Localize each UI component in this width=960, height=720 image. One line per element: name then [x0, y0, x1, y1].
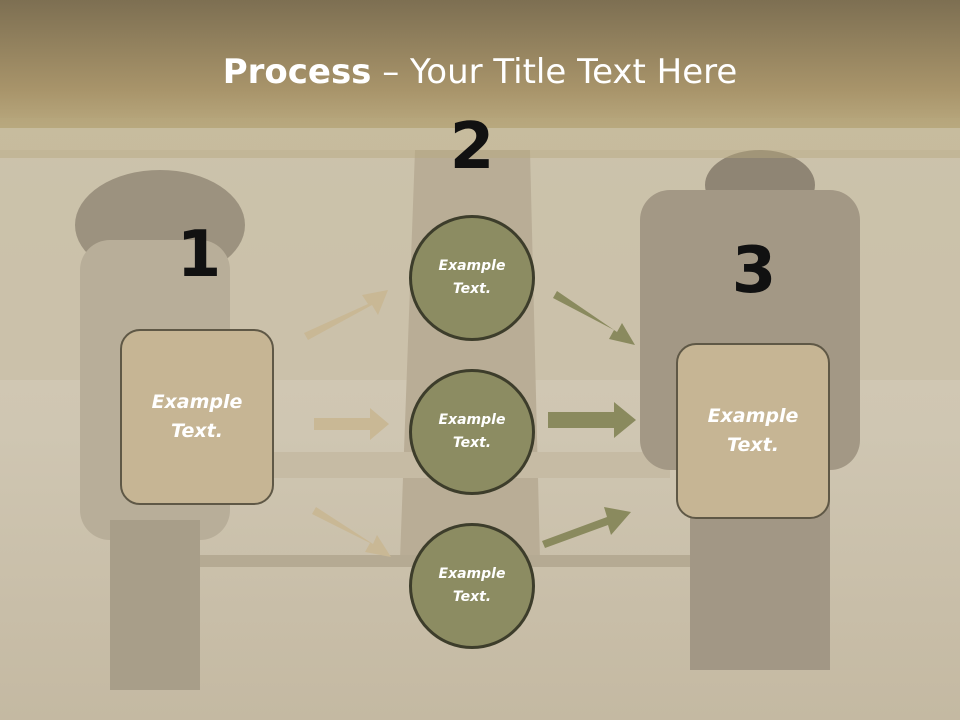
- step-number-3: 3: [731, 234, 777, 308]
- step-number-2: 2: [449, 110, 495, 184]
- arrow-left-down: [312, 507, 391, 557]
- step-number-1: 1: [176, 218, 222, 292]
- circle-3-line1: Example: [438, 566, 506, 582]
- arrow-left-up: [304, 290, 388, 340]
- step-3-box-line2: Text.: [727, 434, 779, 456]
- step-3-box-line1: Example: [707, 405, 799, 427]
- circle-1-line2: Text.: [452, 281, 492, 297]
- circle-2-line1: Example: [438, 412, 506, 428]
- circle-2-line2: Text.: [452, 435, 492, 451]
- arrow-right-mid: [548, 402, 636, 438]
- title-bold: Process: [222, 52, 372, 92]
- title-rest: – Your Title Text Here: [371, 52, 738, 92]
- step-1-box-line2: Text.: [171, 420, 223, 442]
- arrow-right-down: [553, 291, 635, 345]
- step-1-box-line1: Example: [151, 391, 243, 413]
- slide-title: Process – Your Title Text Here: [0, 52, 960, 92]
- arrow-right-up: [542, 507, 631, 548]
- circle-1-line1: Example: [438, 258, 506, 274]
- arrow-left-mid: [314, 408, 389, 440]
- circle-3-line2: Text.: [452, 589, 492, 605]
